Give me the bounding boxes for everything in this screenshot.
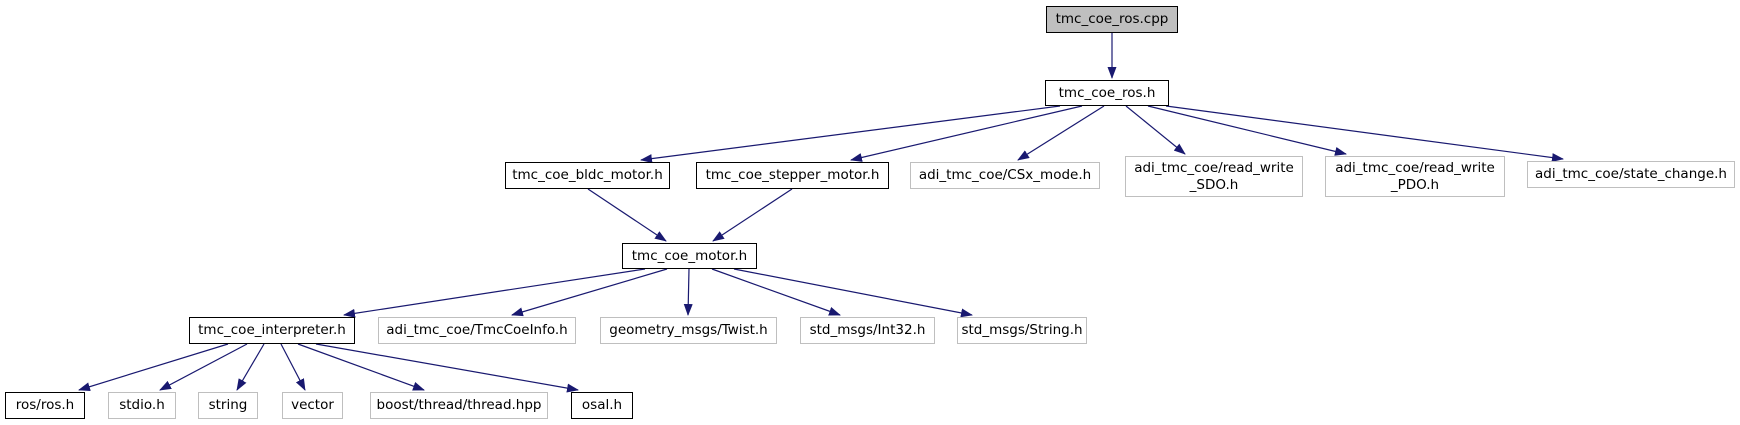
edge [297,343,425,391]
node-geometry-msgs-twist-h: geometry_msgs/Twist.h [600,317,777,344]
node-string: string [198,392,258,419]
edge [640,105,1061,164]
node-tmccoeinfo-h: adi_tmc_coe/TmcCoeInfo.h [378,317,576,344]
node-std-msgs-int32-h: std_msgs/Int32.h [800,317,935,344]
node-ros-ros-h[interactable]: ros/ros.h [5,392,85,419]
edge [78,343,229,392]
node-read-write-sdo-h: adi_tmc_coe/read_write _SDO.h [1125,156,1303,197]
node-tmc-coe-ros-cpp: tmc_coe_ros.cpp [1046,6,1178,33]
edge [1125,105,1186,155]
node-state-change-h: adi_tmc_coe/state_change.h [1527,161,1735,188]
edge [850,105,1083,162]
node-std-msgs-string-h: std_msgs/String.h [957,317,1087,344]
edge [1165,105,1564,163]
edge [683,268,693,316]
node-tmc-coe-bldc-motor-h[interactable]: tmc_coe_bldc_motor.h [505,162,670,189]
node-boost-thread-hpp: boost/thread/thread.hpp [370,392,548,419]
node-tmc-coe-stepper-motor-h[interactable]: tmc_coe_stepper_motor.h [696,162,889,189]
edge [159,343,248,391]
edge [711,268,841,316]
edge [587,188,667,242]
node-vector: vector [282,392,343,419]
node-csx-mode-h: adi_tmc_coe/CSx_mode.h [910,162,1100,189]
edge [343,268,646,318]
edge [712,188,793,242]
edge [280,343,306,391]
node-osal-h[interactable]: osal.h [571,392,633,419]
edge [1147,105,1347,156]
edge [236,343,265,391]
node-stdio-h: stdio.h [108,392,176,419]
node-read-write-pdo-h: adi_tmc_coe/read_write _PDO.h [1325,156,1505,197]
node-tmc-coe-interpreter-h[interactable]: tmc_coe_interpreter.h [189,317,355,344]
edge [511,268,668,317]
edge [733,268,973,318]
edge [1017,105,1105,161]
node-tmc-coe-ros-h[interactable]: tmc_coe_ros.h [1045,80,1169,106]
edge [315,343,579,393]
node-tmc-coe-motor-h[interactable]: tmc_coe_motor.h [622,243,757,269]
